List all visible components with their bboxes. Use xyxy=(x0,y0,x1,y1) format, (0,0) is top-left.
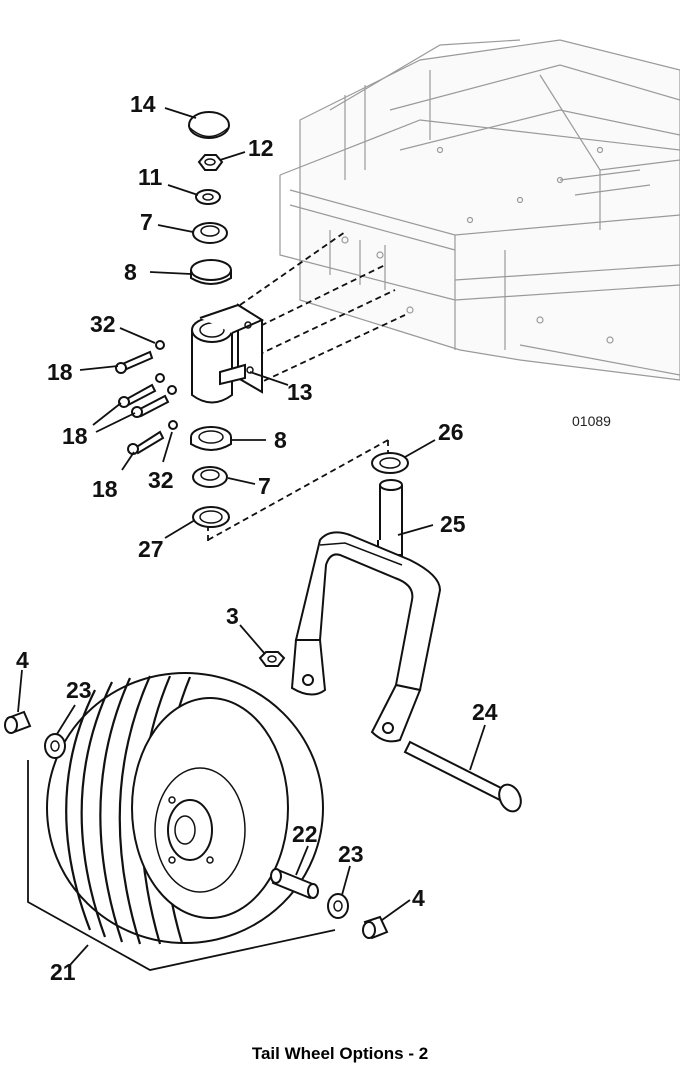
lock-washer-upper xyxy=(155,340,165,350)
callout-23-left: 23 xyxy=(66,677,92,703)
washer xyxy=(195,189,221,205)
callout-7-lower: 7 xyxy=(258,473,271,499)
dust-cap xyxy=(188,111,230,139)
hex-nut xyxy=(197,154,224,171)
callout-14: 14 xyxy=(130,91,156,117)
bushing-right xyxy=(362,915,389,940)
leader-lines xyxy=(17,107,486,971)
callout-11: 11 xyxy=(138,164,163,190)
bearing-cup-lower xyxy=(190,426,232,451)
callout-4-left: 4 xyxy=(16,647,29,673)
bushing-left xyxy=(4,710,32,734)
lock-nut xyxy=(258,651,286,667)
alignment-lines xyxy=(207,231,406,545)
callout-labels: 14 12 11 7 8 32 18 13 18 8 18 32 7 27 26… xyxy=(16,91,498,985)
callout-26: 26 xyxy=(438,419,464,445)
wheel-bearing-right xyxy=(327,893,349,919)
callout-18-first: 18 xyxy=(47,359,73,385)
callout-32-upper: 32 xyxy=(90,311,116,337)
bearing-cone-upper xyxy=(192,222,228,244)
drawing-number: 01089 xyxy=(572,413,611,429)
bearing-cone-lower xyxy=(192,466,228,488)
callout-12: 12 xyxy=(248,135,274,161)
bolt-3 xyxy=(131,394,170,418)
callout-32-lower: 32 xyxy=(148,467,174,493)
axle-bolt xyxy=(403,740,522,813)
callout-24: 24 xyxy=(472,699,498,725)
callout-7-upper: 7 xyxy=(140,209,153,235)
figure-caption: Tail Wheel Options - 2 xyxy=(251,1044,429,1063)
caster-pivot-housing xyxy=(191,303,265,404)
callout-21: 21 xyxy=(50,959,76,985)
callout-3: 3 xyxy=(226,603,239,629)
bolt-1 xyxy=(115,350,154,374)
callout-27: 27 xyxy=(138,536,164,562)
tire-assembly xyxy=(46,672,324,945)
bolt-4 xyxy=(127,430,165,455)
seal-upper-fork xyxy=(371,452,409,474)
callout-4-right: 4 xyxy=(412,885,425,911)
mower-frame-ghost xyxy=(279,39,680,381)
callout-13: 13 xyxy=(287,379,313,405)
callout-18-third: 18 xyxy=(92,476,118,502)
seal-lower xyxy=(192,506,230,528)
caster-fork xyxy=(290,479,442,743)
bearing-cup-upper xyxy=(190,259,232,285)
callout-22: 22 xyxy=(292,821,318,847)
callout-8-lower: 8 xyxy=(274,427,287,453)
lock-washer-lower xyxy=(168,420,178,430)
exploded-parts-diagram: 14 12 11 7 8 32 18 13 18 8 18 32 7 27 26… xyxy=(4,39,680,985)
lock-washers-middle xyxy=(155,373,177,395)
callout-25: 25 xyxy=(440,511,466,537)
callout-18-second: 18 xyxy=(62,423,88,449)
spacer-tube xyxy=(270,868,319,900)
wheel-bearing-left xyxy=(44,733,66,759)
bolt-2 xyxy=(118,383,157,408)
callout-23-right: 23 xyxy=(338,841,364,867)
callout-8-upper: 8 xyxy=(124,259,137,285)
